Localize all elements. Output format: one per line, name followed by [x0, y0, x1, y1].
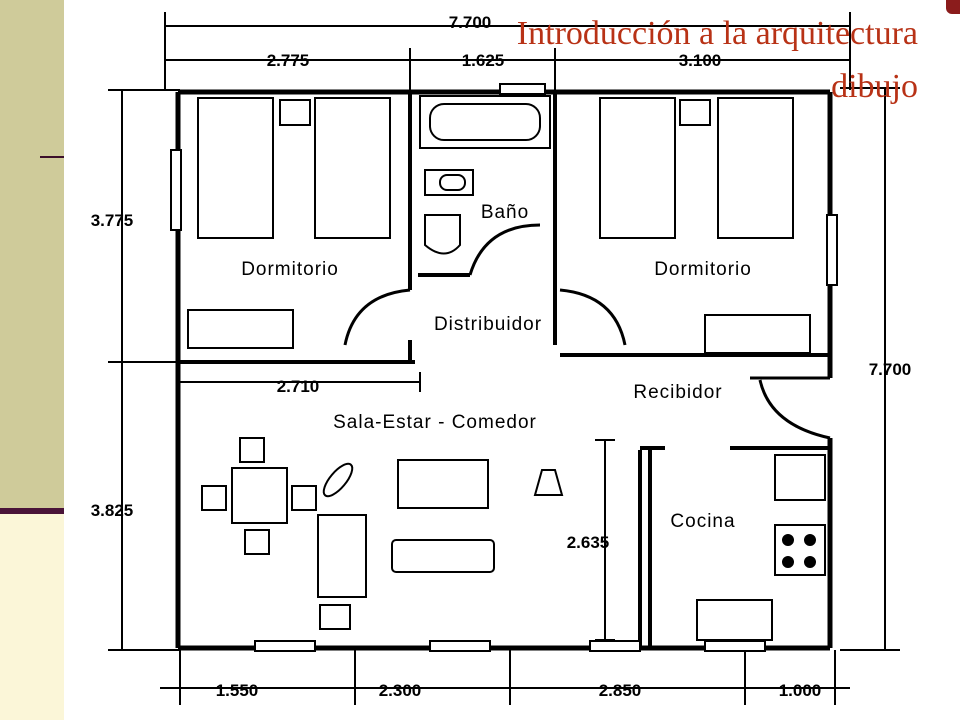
windows [170, 83, 838, 652]
dim-left-lower: 3.825 [91, 501, 134, 520]
room-label-recibidor: Recibidor [633, 382, 722, 403]
dim-right-total: 7.700 [869, 360, 912, 379]
slide-title: Introducción a la arquitectura dibujo [517, 8, 918, 113]
dim-top-3: 3.100 [679, 51, 722, 70]
beds-left-bedroom [187, 97, 391, 349]
floor-plan-frame: 7.700 2.775 1.625 3.100 3.775 3.825 7.70… [64, 0, 960, 720]
bathroom-fixtures [419, 95, 551, 255]
room-label-dormitorio-left: Dormitorio [241, 259, 339, 280]
dim-bottom-2: 2.300 [379, 681, 422, 700]
room-labels: Dormitorio Dormitorio Baño Distribuidor … [241, 202, 752, 532]
dim-top-1: 2.775 [267, 51, 310, 70]
room-label-sala: Sala-Estar - Comedor [333, 412, 537, 433]
room-label-dormitorio-right: Dormitorio [654, 259, 752, 280]
dim-vert-living: 2.635 [567, 533, 610, 552]
interior-walls [178, 92, 830, 648]
corner-decoration [946, 0, 960, 14]
beds-right-bedroom [599, 97, 811, 354]
floor-plan-drawing: 7.700 2.775 1.625 3.100 3.775 3.825 7.70… [91, 12, 912, 705]
dim-left-upper: 3.775 [91, 211, 134, 230]
room-label-distribuidor: Distribuidor [434, 314, 542, 335]
slide-accent-line [40, 156, 64, 158]
dim-top-2: 1.625 [462, 51, 505, 70]
room-label-cocina: Cocina [670, 511, 735, 532]
slide-title-line-2: dibujo [831, 67, 918, 105]
slide-side-band [0, 0, 64, 510]
dimension-labels: 7.700 2.775 1.625 3.100 3.775 3.825 7.70… [91, 13, 912, 700]
living-room-furniture [201, 437, 564, 630]
dimension-lines [108, 12, 900, 705]
slide-accent-bar [0, 508, 64, 514]
kitchen-fixtures [696, 454, 826, 641]
dim-bottom-1: 1.550 [216, 681, 259, 700]
dim-mid-living: 2.710 [277, 377, 320, 396]
dim-bottom-3: 2.850 [599, 681, 642, 700]
slide-title-line-1: Introducción a la arquitectura [516, 15, 918, 52]
room-label-bano: Baño [481, 202, 529, 223]
door-swings [343, 223, 831, 440]
dim-top-total: 7.700 [449, 13, 492, 32]
dim-bottom-4: 1.000 [779, 681, 822, 700]
